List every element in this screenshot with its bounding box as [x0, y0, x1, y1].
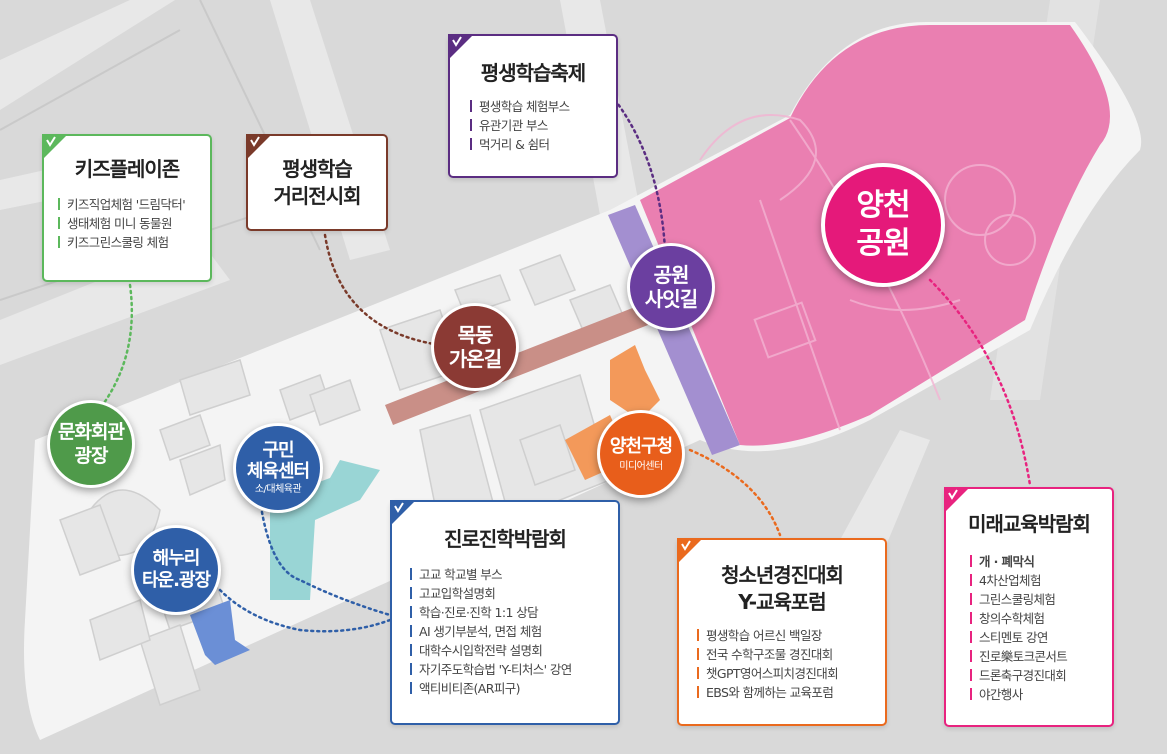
park-path [944, 164, 1016, 236]
mokdong-gaongil-label: 목동 가온길 [448, 323, 502, 371]
list-item: 스티멘토 강연 [970, 628, 1112, 647]
building [139, 624, 201, 706]
list-item: 자기주도학습법 'Y-티처스' 강연 [410, 660, 618, 679]
list-item: 고교 학교별 부스 [410, 565, 618, 584]
list-item: 챗GPT영어스피치경진대회 [697, 664, 885, 683]
connector-gym [258, 498, 392, 617]
park-path [984, 214, 1036, 266]
yangcheon-gucheong-label: 양천구청 [609, 436, 673, 457]
park-path [699, 114, 817, 201]
park-saitgil-label: 공원 사잇길 [644, 263, 698, 311]
yangcheon-park-label: 양천 공원 [856, 188, 910, 261]
learning-festival-card[interactable]: 평생학습축제 평생학습 체험부스 유관기관 부스 먹거리 & 쉼터 [448, 34, 618, 178]
culture-hall-plaza-marker[interactable]: 문화회관 광장 [47, 400, 135, 488]
media-center-label: 미디어센터 [619, 461, 663, 472]
list-item: 진로樂토크콘서트 [970, 647, 1112, 666]
list-item: 개 · 폐막식 [970, 552, 1112, 571]
connector-youth [688, 448, 782, 537]
career-fair-card[interactable]: 진로진학박람회 고교 학교별 부스 고교입학설명회 학습·진로·진학 1:1 상… [390, 500, 620, 725]
mokdong-gaongil-marker[interactable]: 목동 가온길 [431, 303, 519, 391]
road-line [0, 29, 181, 131]
card-items: 평생학습 체험부스 유관기관 부스 먹거리 & 쉼터 [470, 97, 616, 154]
list-item: 키즈직업체험 '드림닥터' [58, 195, 210, 214]
card-title: 청소년경진대회 Y-교육포럼 [721, 563, 844, 614]
check-tag-icon [677, 538, 703, 564]
list-item: 액티비티존(AR피구) [410, 679, 618, 698]
mokdong-gaongil-path [385, 305, 648, 425]
check-tag-icon [246, 134, 272, 160]
card-items: 개 · 폐막식 4차산업체험 그린스쿨링체험 창의수학체험 스티멘토 강연 진로… [970, 552, 1112, 704]
list-item: 평생학습 체험부스 [470, 97, 616, 116]
list-item: 평생학습 어르신 백일장 [697, 626, 885, 645]
card-items: 키즈직업체험 '드림닥터' 생태체험 미니 동물원 키즈그린스쿨링 체험 [58, 195, 210, 252]
road-shape [0, 0, 175, 110]
list-item: 그린스쿨링체험 [970, 590, 1112, 609]
check-tag-icon [944, 487, 970, 513]
card-items: 고교 학교별 부스 고교입학설명회 학습·진로·진학 1:1 상담 AI 생기부… [410, 565, 618, 698]
haenuri-town-plaza-label: 해누리 타운.광장 [141, 548, 211, 591]
kids-playzone-card[interactable]: 키즈플레이존 키즈직업체험 '드림닥터' 생태체험 미니 동물원 키즈그린스쿨링… [42, 134, 212, 282]
list-item: 생태체험 미니 동물원 [58, 214, 210, 233]
check-tag-icon [390, 500, 416, 526]
connector-future [928, 278, 1032, 487]
card-title: 미래교육박람회 [968, 512, 1091, 536]
list-item: 창의수학체험 [970, 609, 1112, 628]
list-item: 전국 수학구조물 경진대회 [697, 645, 885, 664]
connector-haenuri [218, 588, 392, 633]
list-item: 대학수시입학전략 설명회 [410, 641, 618, 660]
card-title: 평생학습축제 [480, 61, 586, 85]
card-items: 평생학습 어르신 백일장 전국 수학구조물 경진대회 챗GPT영어스피치경진대회… [697, 626, 885, 702]
gym-sub-label: 소/대체육관 [254, 484, 302, 495]
list-item: 야간행사 [970, 685, 1112, 704]
list-item: 고교입학설명회 [410, 584, 618, 603]
park-saitgil-marker[interactable]: 공원 사잇길 [627, 243, 715, 331]
list-item: 4차산업체험 [970, 571, 1112, 590]
building [159, 414, 211, 461]
list-item: 드론축구경진대회 [970, 666, 1112, 685]
park-path [759, 199, 841, 431]
building [309, 379, 361, 426]
road-shape [0, 170, 50, 210]
list-item: 학습·진로·진학 1:1 상담 [410, 603, 618, 622]
street-exhibition-card[interactable]: 평생학습 거리전시회 [246, 134, 388, 231]
card-title: 키즈플레이존 [74, 157, 180, 181]
gumin-sports-center-marker[interactable]: 구민 체육센터 소/대체육관 [233, 423, 323, 513]
yangcheon-park-marker[interactable]: 양천 공원 [821, 163, 945, 287]
connector-festival [613, 98, 667, 252]
park-path [753, 301, 817, 359]
card-title: 평생학습 거리전시회 [273, 157, 362, 208]
building [89, 598, 151, 662]
list-item: EBS와 함께하는 교육포럼 [697, 683, 885, 702]
youth-contest-card[interactable]: 청소년경진대회 Y-교육포럼 평생학습 어르신 백일장 전국 수학구조물 경진대… [677, 538, 887, 726]
check-tag-icon [448, 34, 474, 60]
haenuri-town-plaza-marker[interactable]: 해누리 타운.광장 [131, 525, 221, 615]
culture-hall-plaza-label: 문화회관 광장 [58, 421, 125, 467]
haenuri-building [190, 600, 250, 665]
building [519, 424, 576, 486]
check-tag-icon [42, 134, 68, 160]
building [179, 443, 226, 497]
card-title: 진로진학박람회 [444, 527, 567, 551]
building [519, 254, 576, 306]
park-path [849, 299, 961, 311]
road-shape [840, 430, 930, 560]
future-education-fair-card[interactable]: 미래교육박람회 개 · 폐막식 4차산업체험 그린스쿨링체험 창의수학체험 스티… [944, 487, 1114, 727]
list-item: 유관기관 부스 [470, 116, 616, 135]
gumin-sports-center-label: 구민 체육센터 [246, 440, 310, 482]
list-item: AI 생기부분석, 면접 체험 [410, 622, 618, 641]
gucheong-building [610, 345, 660, 420]
list-item: 키즈그린스쿨링 체험 [58, 233, 210, 252]
yangcheon-gucheong-marker[interactable]: 양천구청 미디어센터 [597, 410, 685, 498]
connector-exhibit [323, 233, 442, 347]
building [179, 359, 251, 416]
building [59, 504, 121, 576]
list-item: 먹거리 & 쉼터 [470, 135, 616, 154]
